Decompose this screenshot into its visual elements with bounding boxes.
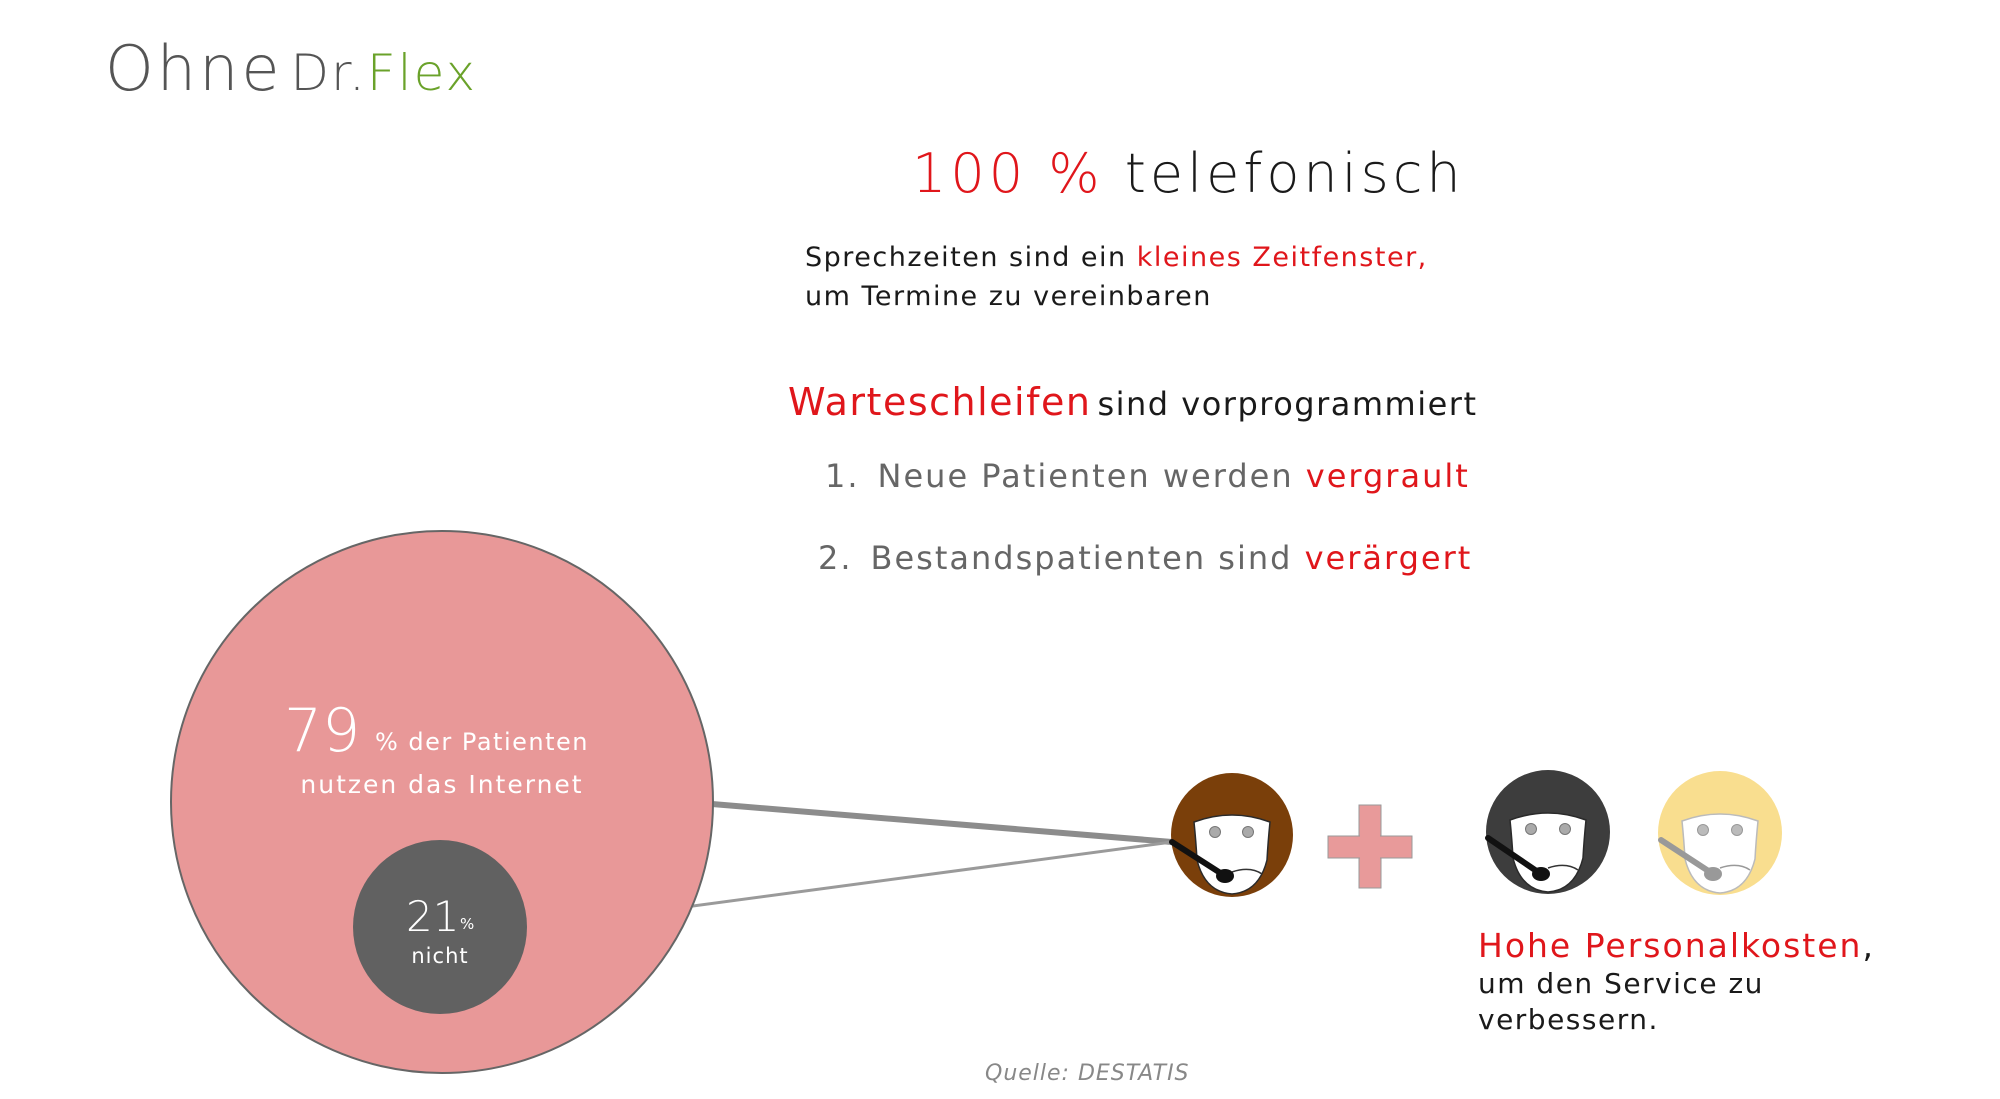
costs-red: Hohe Personalkosten [1478,926,1863,965]
small-circle-number: 21 [406,892,459,941]
costs-line1: Hohe Personalkosten, [1478,928,1875,966]
big-circle-number: 79 [284,696,360,766]
connector-line-big [711,801,1173,845]
small-circle-unit: % [460,915,474,933]
plus-icon [1327,804,1413,889]
waiting-rest: sind vorprogrammiert [1097,385,1478,423]
list-text: Bestandspatienten sind [870,539,1305,577]
subtext: Sprechzeiten sind ein kleines Zeitfenste… [805,238,1428,316]
subtext-line1: Sprechzeiten sind ein kleines Zeitfenste… [805,238,1428,277]
operator-blonde-icon [1658,771,1782,895]
costs-line3: verbessern. [1478,1003,1659,1036]
headline-percent: 100 % [912,142,1104,205]
brand-dr: Dr. [290,44,367,102]
costs-text: Hohe Personalkosten, um den Service zu v… [1478,928,1875,1038]
big-circle-line2: nutzen das Internet [300,770,583,799]
headline-rest: telefonisch [1103,142,1465,205]
waiting-red: Warteschleifen [788,380,1092,424]
list-text: Neue Patienten werden [877,457,1306,495]
source-note: Quelle: DESTATIS [985,1061,1190,1086]
list-red: vergrault [1305,457,1470,495]
small-circle-line2: nicht [411,944,468,968]
headline: 100 % telefonisch [912,147,1465,201]
list-red: verärgert [1304,539,1473,577]
big-circle-suffix: % der Patienten [375,728,589,756]
operator-dark-icon [1485,770,1610,894]
brand-flex: Flex [366,44,478,102]
costs-line2: um den Service zu [1478,967,1764,1000]
list-number: 1. [825,457,860,495]
list-item: 1. Neue Patienten werden vergrault [825,460,1470,492]
small-circle [353,840,527,1014]
big-circle [170,530,714,1074]
subtext-line1-start: Sprechzeiten sind ein [805,242,1137,273]
list-item: 2. Bestandspatienten sind verärgert [818,542,1472,574]
costs-comma: , [1862,926,1875,965]
operator-brown-icon [1169,773,1293,897]
brand-ohne: Ohne [105,32,283,105]
list-number: 2. [818,539,853,577]
subtext-line1-red: kleines Zeitfenster, [1136,242,1428,273]
subtext-line2: um Termine zu vereinbaren [805,281,1212,312]
